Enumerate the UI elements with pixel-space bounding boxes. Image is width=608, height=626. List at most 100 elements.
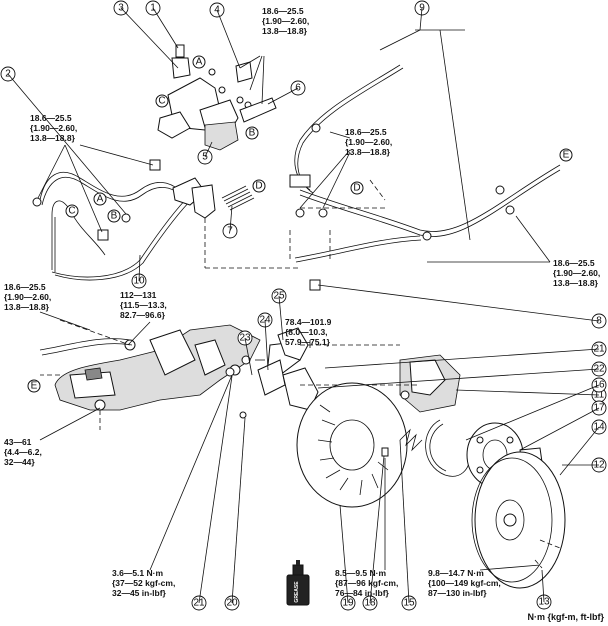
torque-spec-caliper: 112—131 {11.5—13.3, 82.7—96.6} xyxy=(120,290,167,320)
torque-line: 13.8—18.8} xyxy=(30,133,76,143)
callout-leader xyxy=(541,569,545,603)
svg-text:18.6—25.5: 18.6—25.5 xyxy=(4,282,46,292)
ref-b-pedal: B xyxy=(245,126,259,140)
svg-text:{4.4—6.2,: {4.4—6.2, xyxy=(4,447,42,457)
torque-line: 13.8—18.8} xyxy=(553,278,599,288)
brake-disc xyxy=(471,451,566,589)
rear-knuckle-assembly xyxy=(39,319,261,430)
torque-line: {1.90—2.60, xyxy=(553,268,600,278)
svg-text:{87—96 kgf-cm,: {87—96 kgf-cm, xyxy=(335,578,398,588)
svg-text:13.8—18.8}: 13.8—18.8} xyxy=(262,26,308,36)
svg-text:3.6—5.1 N·m: 3.6—5.1 N·m xyxy=(112,568,163,578)
torque-line: 13.8—18.8} xyxy=(4,302,50,312)
torque-line: {11.5—13.3, xyxy=(120,300,167,310)
ref-c-cable: C xyxy=(65,204,79,218)
callout-leader xyxy=(399,439,410,604)
callout-leader xyxy=(324,348,600,369)
torque-line: 9.8—14.7 N·m xyxy=(428,568,484,578)
part-number-label: 14 xyxy=(593,422,605,433)
torque-line: 76—84 in-lbf} xyxy=(335,588,390,598)
ref-d-spring: D xyxy=(252,179,266,193)
equalizer-and-spring xyxy=(191,184,255,268)
part-number-label: 9 xyxy=(419,3,425,14)
svg-text:{100—149 kgf-cm,: {100—149 kgf-cm, xyxy=(428,578,501,588)
parking-brake-pedal-assembly xyxy=(157,44,277,151)
callout-leader xyxy=(317,368,600,389)
svg-text:87—130 in-lbf}: 87—130 in-lbf} xyxy=(428,588,487,598)
callout-leader xyxy=(369,455,385,604)
torque-line: 78.4—101.9 xyxy=(285,317,332,327)
callout-leader xyxy=(465,384,600,441)
torque-line: 57.9—75.1} xyxy=(285,337,331,347)
torque-spec-adjuster: 3.6—5.1 N·m {37—52 kgf-cm, 32—45 in-lbf} xyxy=(112,568,175,598)
ref-c-pedal: C xyxy=(155,94,169,108)
svg-text:9.8—14.7 N·m: 9.8—14.7 N·m xyxy=(428,568,484,578)
ref-b-cable: B xyxy=(107,209,121,223)
torque-line: 3.6—5.1 N·m xyxy=(112,568,163,578)
torque-spec-disc-screw: 9.8—14.7 N·m {100—149 kgf-cm, 87—130 in-… xyxy=(428,568,501,598)
torque-line: 43—61 xyxy=(4,437,32,447)
torque-line: {1.90—2.60, xyxy=(4,292,51,302)
units-label: N·m {kgf-m, ft-lbf} xyxy=(528,612,605,622)
part-number-label: 11 xyxy=(594,390,605,401)
torque-spec-cable-center: 18.6—25.5 {1.90—2.60, 13.8—18.8} xyxy=(345,127,392,157)
part-number-label: 8 xyxy=(596,316,602,327)
part-number-label: 16 xyxy=(593,380,605,391)
callout-leader xyxy=(7,73,127,215)
callout-leader xyxy=(198,375,233,604)
grease-label: GREASE xyxy=(294,581,300,603)
callout-leader xyxy=(264,319,269,371)
callout-leader xyxy=(317,284,600,322)
torque-line: 13.8—18.8} xyxy=(345,147,391,157)
callout-leader xyxy=(455,389,600,396)
part-number-label: 15 xyxy=(403,598,415,609)
torque-spec-pedal: 18.6—25.5 {1.90—2.60, 13.8—18.8} xyxy=(262,6,309,36)
torque-line: {87—96 kgf-cm, xyxy=(335,578,398,588)
svg-text:E: E xyxy=(563,150,570,161)
torque-line: {1.90—2.60, xyxy=(262,16,309,26)
part-number-label: 13 xyxy=(538,597,550,608)
svg-text:13.8—18.8}: 13.8—18.8} xyxy=(4,302,50,312)
svg-text:8.5—9.5 N·m: 8.5—9.5 N·m xyxy=(335,568,386,578)
torque-line: 18.6—25.5 xyxy=(345,127,387,137)
torque-line: {100—149 kgf-cm, xyxy=(428,578,501,588)
callout-leader xyxy=(519,407,600,451)
svg-text:{1.90—2.60,: {1.90—2.60, xyxy=(553,268,600,278)
svg-text:32—44}: 32—44} xyxy=(4,457,35,467)
torque-spec-knuckle-upper: 18.6—25.5 {1.90—2.60, 13.8—18.8} xyxy=(4,282,51,312)
svg-text:{1.90—2.60,: {1.90—2.60, xyxy=(262,16,309,26)
svg-text:E: E xyxy=(31,381,38,392)
callout-leader-lines xyxy=(7,7,600,604)
part-number-label: 19 xyxy=(342,598,354,609)
svg-text:18.6—25.5: 18.6—25.5 xyxy=(30,113,72,123)
callout-leader xyxy=(120,7,179,69)
callout-leader xyxy=(138,254,141,282)
svg-text:D: D xyxy=(353,183,360,194)
torque-line: 18.6—25.5 xyxy=(4,282,46,292)
part-number-label: 17 xyxy=(593,403,605,414)
ref-d-rear: D xyxy=(350,181,364,195)
svg-text:13.8—18.8}: 13.8—18.8} xyxy=(553,278,599,288)
svg-text:{37—52 kgf-cm,: {37—52 kgf-cm, xyxy=(112,578,175,588)
callout-leader xyxy=(244,337,253,376)
part-number-label: 21 xyxy=(593,344,605,355)
callout-leader xyxy=(152,7,179,49)
torque-line: {1.90—2.60, xyxy=(345,137,392,147)
torque-spec-cable-right: 18.6—25.5 {1.90—2.60, 13.8—18.8} xyxy=(553,258,600,288)
torque-line: 13.8—18.8} xyxy=(262,26,308,36)
svg-text:{1.90—2.60,: {1.90—2.60, xyxy=(4,292,51,302)
callout-leader xyxy=(216,9,241,69)
torque-spec-axle-nut: 43—61 {4.4—6.2, 32—44} xyxy=(4,437,42,467)
callout-leader xyxy=(559,426,600,476)
svg-text:A: A xyxy=(196,57,203,68)
svg-text:{11.5—13.3,: {11.5—13.3, xyxy=(120,300,167,310)
svg-text:13.8—18.8}: 13.8—18.8} xyxy=(30,133,76,143)
torque-line: {37—52 kgf-cm, xyxy=(112,578,175,588)
svg-text:82.7—96.6}: 82.7—96.6} xyxy=(120,310,166,320)
svg-text:{1.90—2.60,: {1.90—2.60, xyxy=(345,137,392,147)
svg-text:B: B xyxy=(111,211,118,222)
torque-line: 8.5—9.5 N·m xyxy=(335,568,386,578)
brake-caliper xyxy=(399,354,461,413)
svg-text:112—131: 112—131 xyxy=(120,290,157,300)
